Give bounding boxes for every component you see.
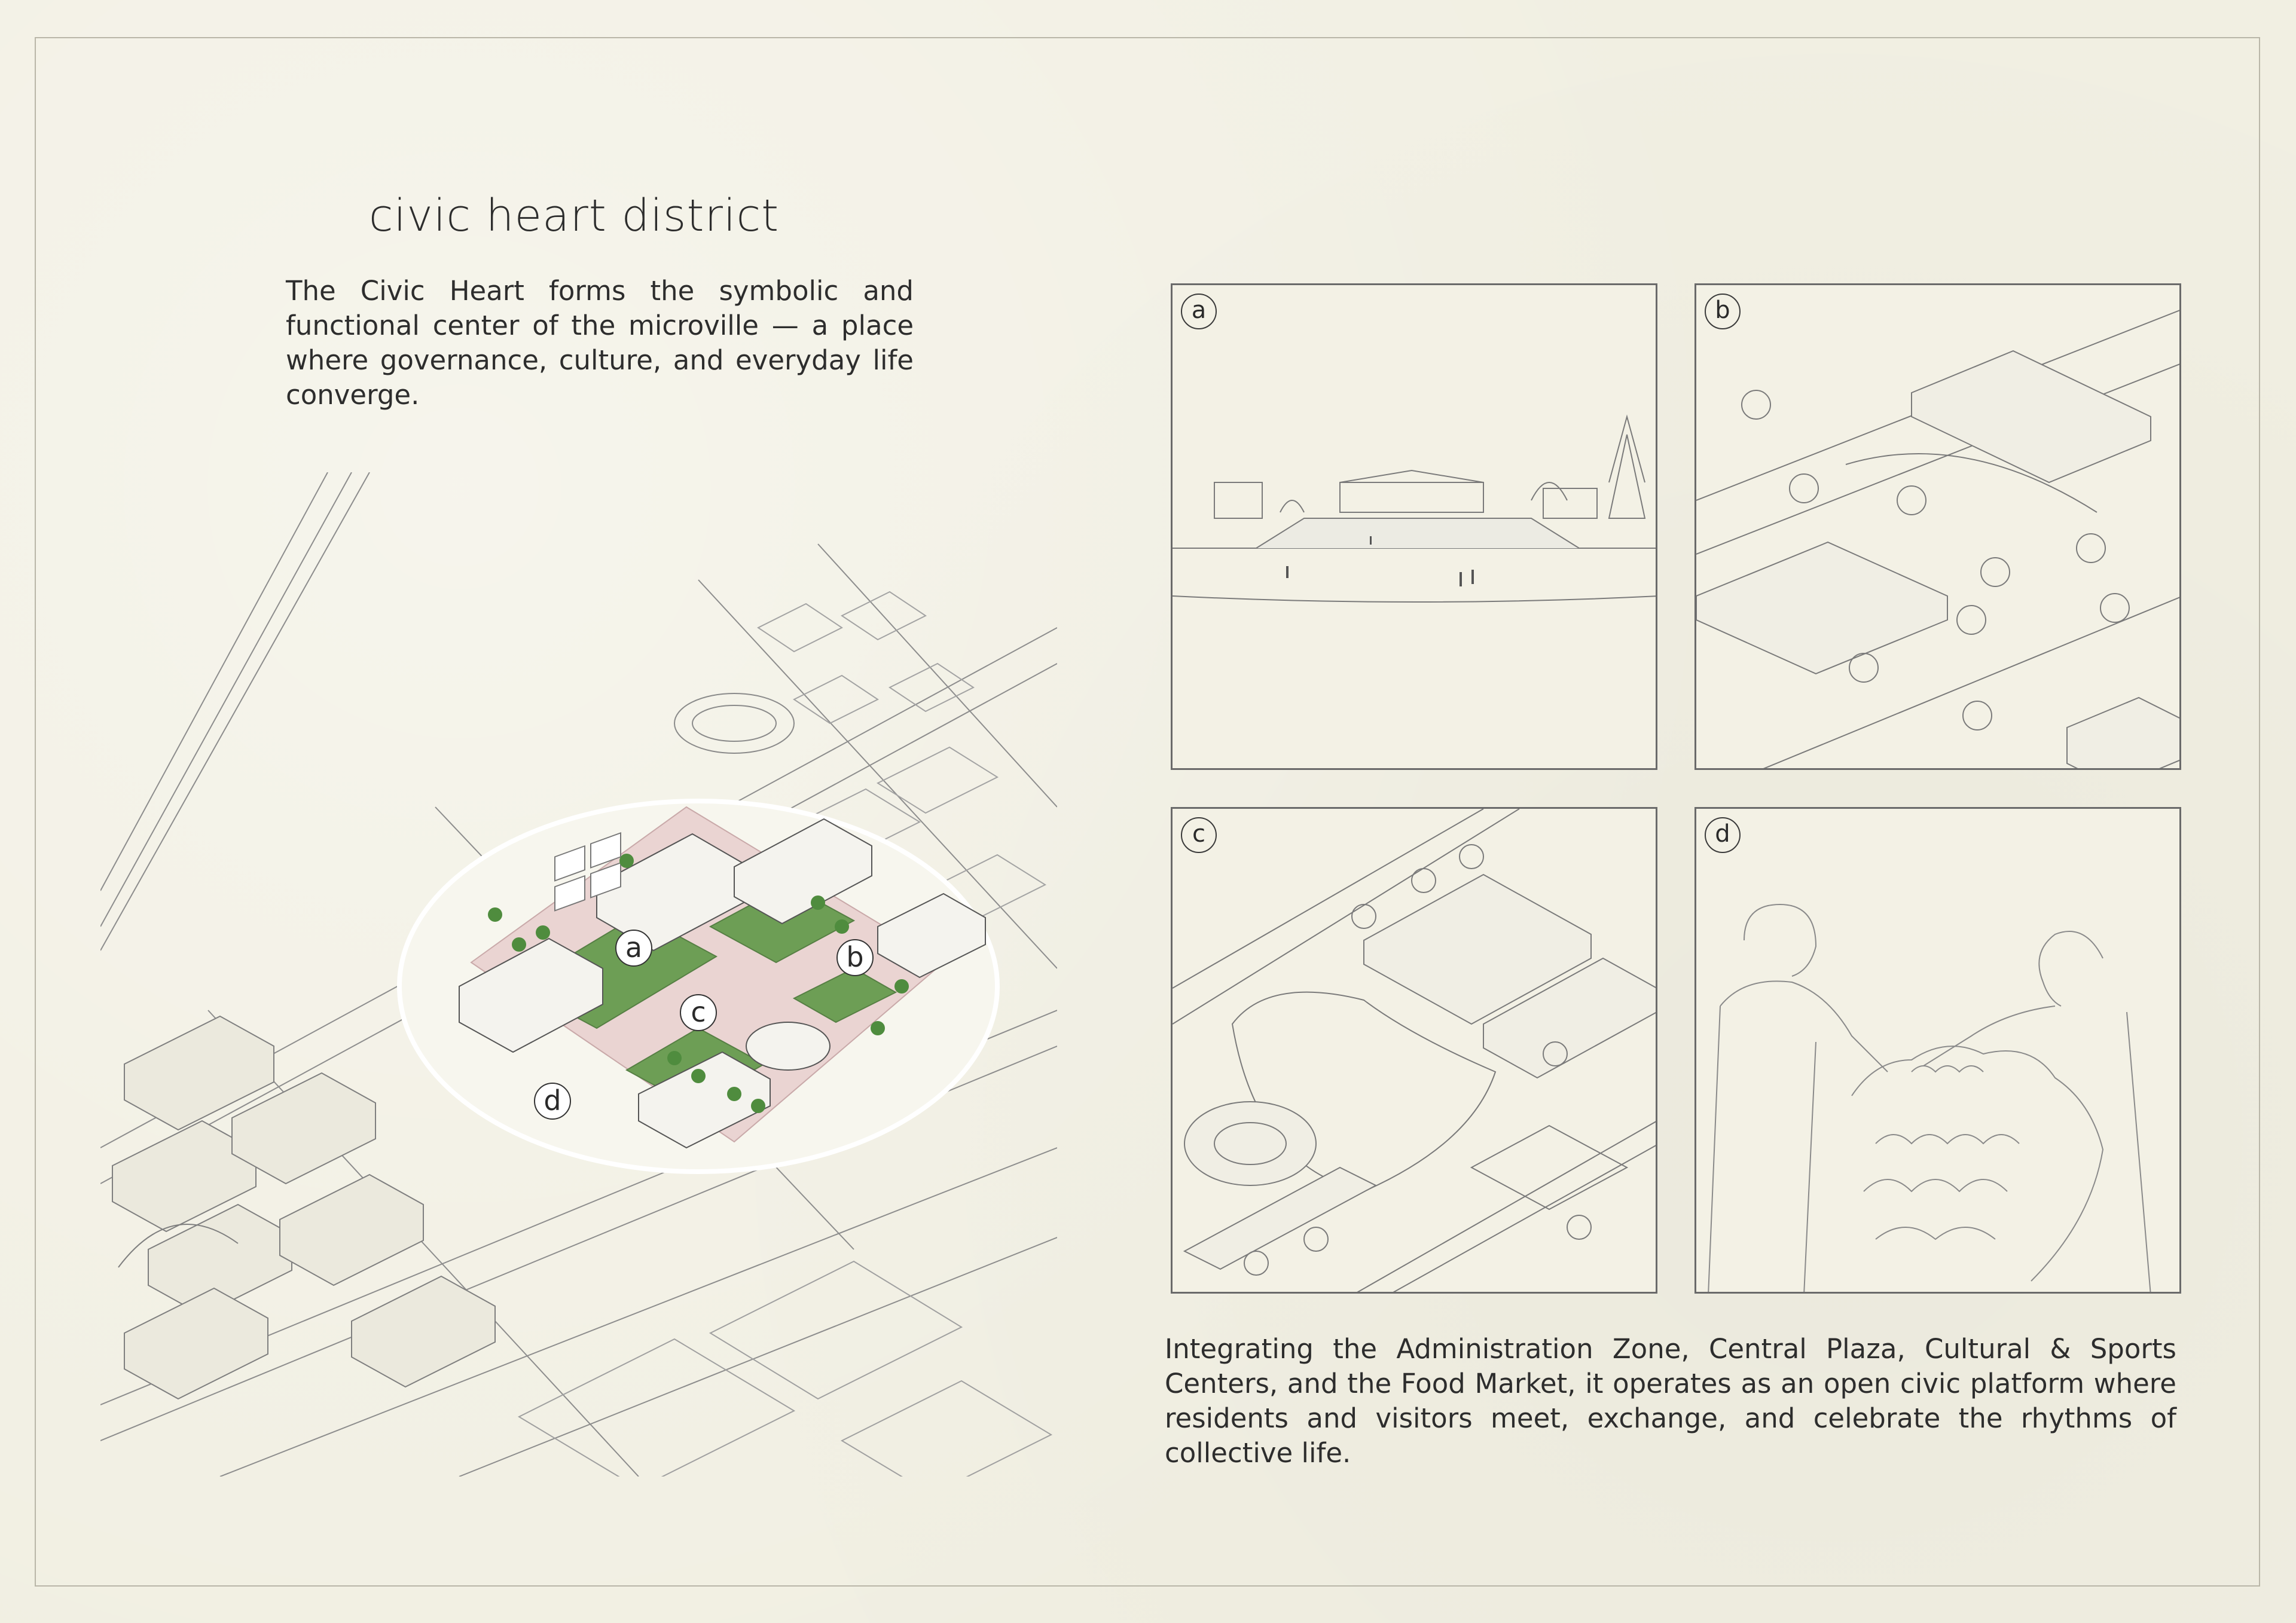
panel-d-label: d — [1705, 817, 1741, 853]
plaza-perspective-drawing — [1173, 414, 1656, 603]
page-border — [35, 37, 2260, 1587]
page-title: civic heart district — [368, 190, 780, 242]
panel-b-label: b — [1705, 294, 1741, 329]
outro-paragraph: Integrating the Administration Zone, Cen… — [1165, 1333, 2176, 1469]
svg-text:d: d — [544, 1084, 561, 1117]
food-market-sketch-drawing — [1708, 903, 2151, 1292]
map-marker-b: b — [836, 939, 874, 976]
panel-a-label: a — [1181, 294, 1217, 329]
panel-a-plaza-view: a — [1171, 283, 1657, 770]
site-map-drawing: a b c d — [100, 472, 1057, 1477]
intro-paragraph: The Civic Heart forms the symbolic and f… — [286, 275, 914, 411]
plaza-aerial-drawing — [1173, 809, 1656, 1292]
svg-text:b: b — [846, 941, 863, 973]
svg-text:a: a — [625, 931, 642, 964]
axonometric-site-map: a b c d — [100, 472, 1057, 1477]
panel-b-administration-aerial: b — [1694, 283, 2181, 770]
civic-heart-highlight — [397, 799, 1000, 1174]
svg-text:c: c — [691, 996, 706, 1028]
panel-c-plaza-aerial: c — [1171, 807, 1657, 1294]
administration-aerial-drawing — [1696, 310, 2179, 768]
map-marker-c: c — [680, 994, 717, 1031]
panel-d-food-market-sketch: d — [1694, 807, 2181, 1294]
map-marker-a: a — [615, 930, 652, 967]
panel-c-label: c — [1181, 817, 1217, 853]
map-marker-d: d — [534, 1083, 571, 1120]
